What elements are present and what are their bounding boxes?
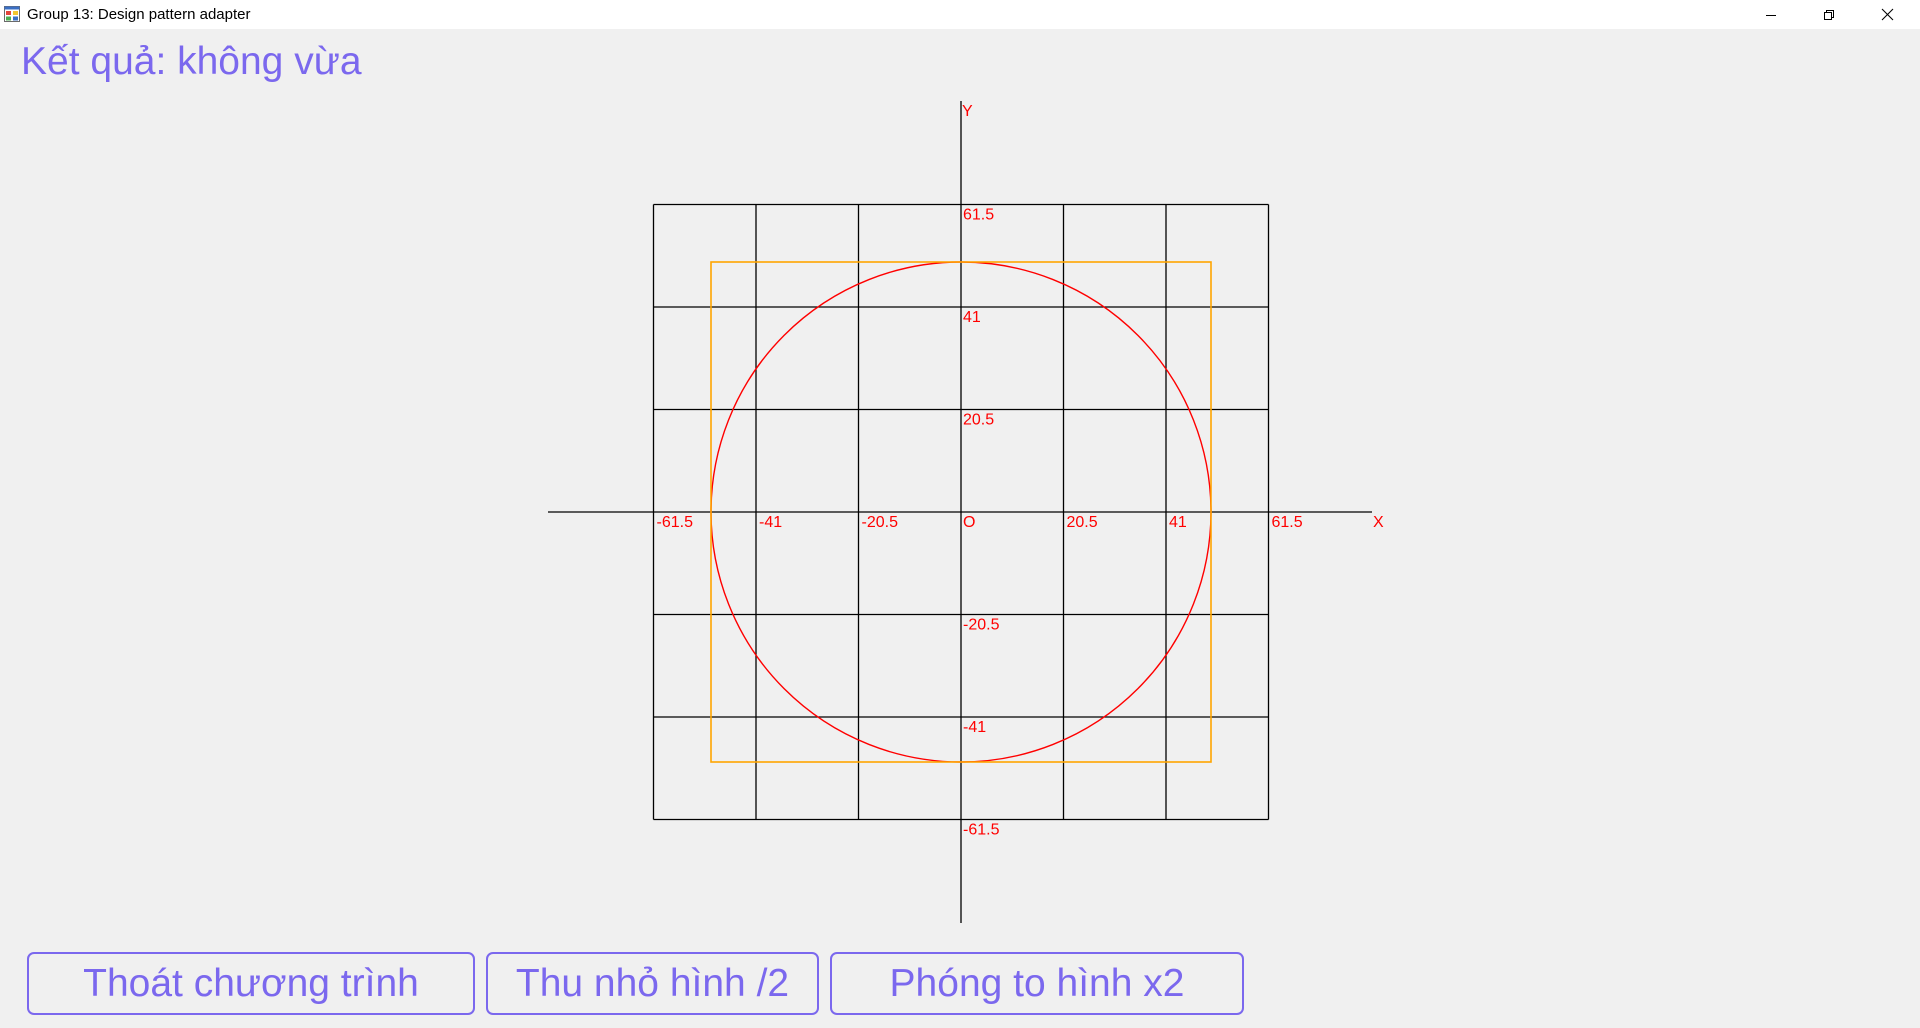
app-form-icon — [4, 6, 20, 22]
y-tick-label: -61.5 — [963, 822, 1000, 839]
x-tick-label: -61.5 — [657, 514, 694, 531]
grow-button[interactable]: Phóng to hình x2 — [830, 952, 1244, 1015]
x-tick-label: 20.5 — [1067, 514, 1098, 531]
x-tick-label: -20.5 — [862, 514, 899, 531]
y-tick-label: -20.5 — [963, 617, 1000, 634]
y-tick-label: 41 — [963, 309, 981, 326]
y-tick-label: -41 — [963, 719, 986, 736]
minimize-icon — [1766, 14, 1776, 16]
restore-icon — [1824, 9, 1834, 20]
y-tick-label: 20.5 — [963, 412, 994, 429]
x-tick-label: 41 — [1169, 514, 1187, 531]
result-label: Kết quả: không vừa — [21, 40, 362, 83]
bounding-rectangle — [710, 261, 1212, 763]
title-bar[interactable]: Group 13: Design pattern adapter — [0, 0, 1920, 29]
close-icon — [1881, 8, 1893, 21]
x-tick-label: 61.5 — [1272, 514, 1303, 531]
minimize-button[interactable] — [1742, 0, 1800, 29]
close-button[interactable] — [1858, 0, 1916, 29]
y-tick-label: 61.5 — [963, 207, 994, 224]
x-tick-label: -41 — [759, 514, 782, 531]
exit-button[interactable]: Thoát chương trình — [27, 952, 475, 1015]
origin-label: O — [963, 514, 975, 531]
y-axis-label: Y — [962, 103, 973, 120]
restore-button[interactable] — [1800, 0, 1858, 29]
shrink-button[interactable]: Thu nhỏ hình /2 — [486, 952, 819, 1015]
x-axis-label: X — [1373, 514, 1384, 531]
window-title: Group 13: Design pattern adapter — [27, 6, 251, 23]
